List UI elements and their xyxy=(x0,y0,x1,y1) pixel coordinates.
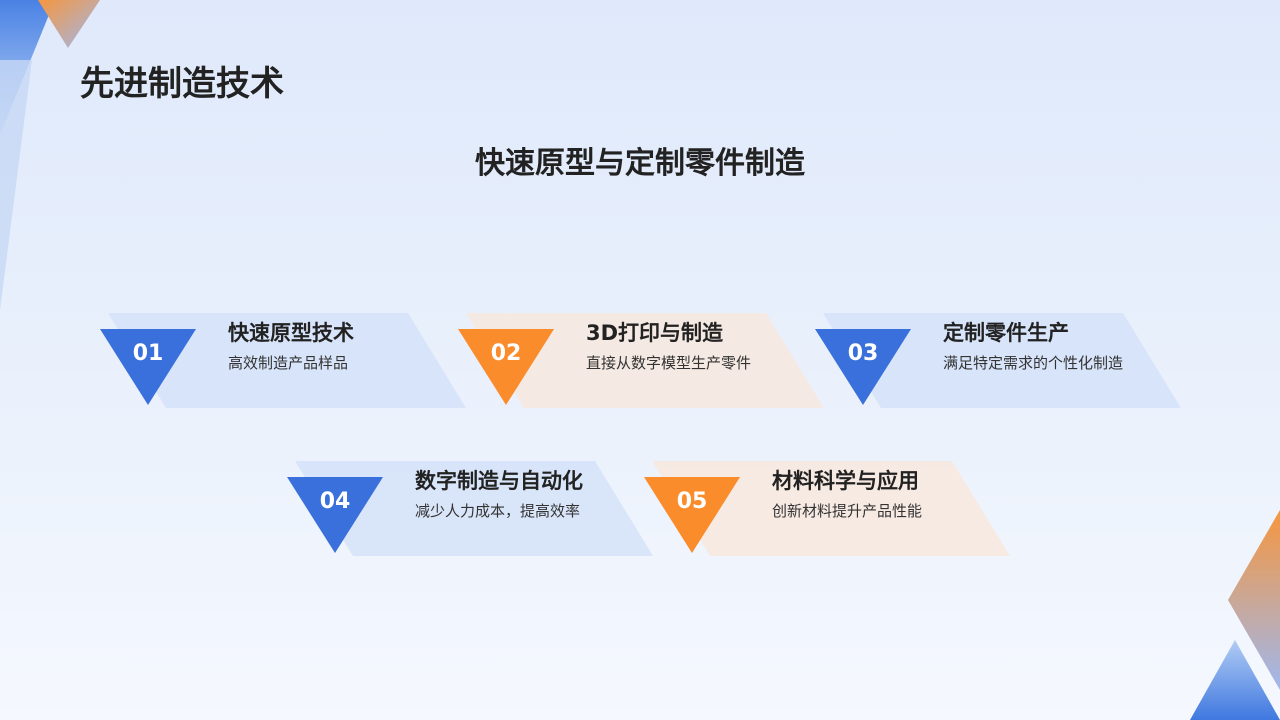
number-triangle xyxy=(644,477,740,553)
card-band xyxy=(295,461,653,556)
item-title: 定制零件生产 xyxy=(943,321,1069,345)
card-band xyxy=(108,313,466,408)
item-number: 03 xyxy=(847,341,879,366)
decor-bottom-right xyxy=(1190,510,1280,720)
decor-left-edge xyxy=(0,60,32,310)
item-title: 3D打印与制造 xyxy=(586,321,724,345)
number-triangle xyxy=(458,329,554,405)
number-triangle xyxy=(100,329,196,405)
page-title: 先进制造技术 xyxy=(80,64,284,104)
item-card-03: 03 定制零件生产满足特定需求的个性化制造 xyxy=(815,313,1193,408)
item-description: 满足特定需求的个性化制造 xyxy=(943,354,1124,372)
card-band xyxy=(466,313,824,408)
item-title: 数字制造与自动化 xyxy=(415,469,583,493)
item-number: 01 xyxy=(132,341,164,366)
item-number: 05 xyxy=(676,489,708,514)
item-card-04: 04 数字制造与自动化减少人力成本，提高效率 xyxy=(287,461,665,556)
slide-subtitle: 快速原型与定制零件制造 xyxy=(475,146,805,181)
card-band xyxy=(823,313,1181,408)
item-card-01: 01 快速原型技术高效制造产品样品 xyxy=(100,313,478,408)
item-description: 直接从数字模型生产零件 xyxy=(586,354,752,372)
item-card-05: 05 材料科学与应用创新材料提升产品性能 xyxy=(644,461,1022,556)
item-title: 材料科学与应用 xyxy=(772,469,919,493)
item-number: 04 xyxy=(319,489,351,514)
item-description: 创新材料提升产品性能 xyxy=(772,502,923,520)
item-card-02: 02 3D打印与制造直接从数字模型生产零件 xyxy=(458,313,836,408)
number-triangle xyxy=(287,477,383,553)
item-description: 减少人力成本，提高效率 xyxy=(415,502,581,520)
item-title: 快速原型技术 xyxy=(228,321,354,345)
item-number: 02 xyxy=(490,341,522,366)
number-triangle xyxy=(815,329,911,405)
item-description: 高效制造产品样品 xyxy=(228,354,349,372)
card-band xyxy=(652,461,1010,556)
